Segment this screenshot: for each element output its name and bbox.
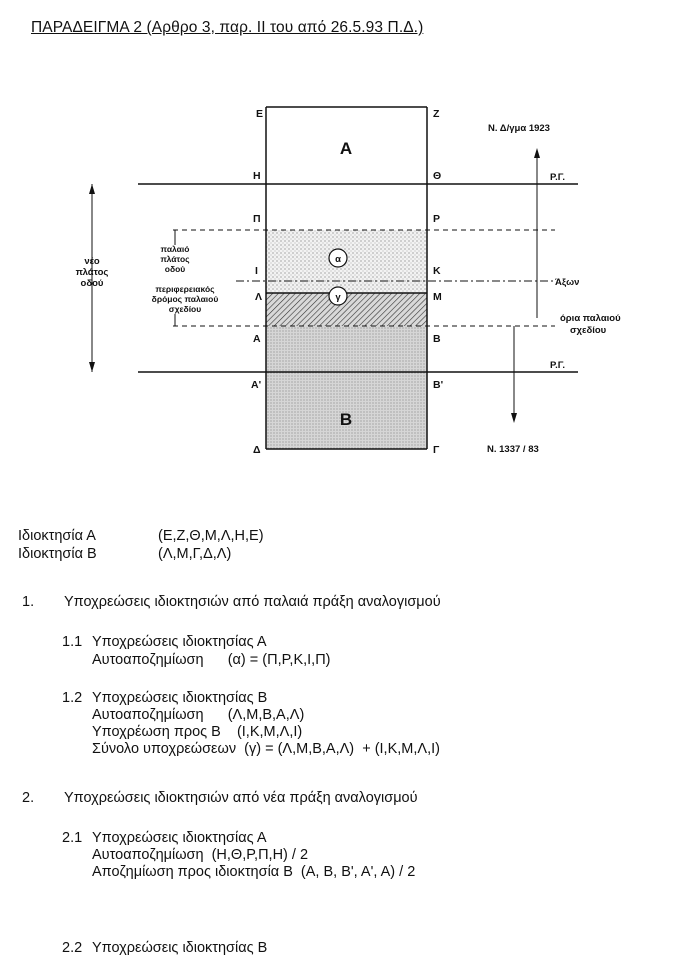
building-line-lower-label: Ρ.Γ. xyxy=(550,360,565,371)
ownership-a-label: Ιδιοκτησία Α xyxy=(18,528,96,544)
new-width-label-3: οδού xyxy=(81,278,104,289)
old-width-label-3: οδού xyxy=(165,264,186,274)
point-th: Θ xyxy=(433,170,441,182)
plot-a-label: Α xyxy=(340,139,352,158)
point-e: Ε xyxy=(256,108,263,120)
zone-gamma-label: γ xyxy=(335,292,341,303)
section-1-heading: Υποχρεώσεις ιδιοκτησιών από παλαιά πράξη… xyxy=(64,594,441,610)
section-1-number: 1. xyxy=(22,594,35,610)
plot-b-zone xyxy=(266,326,427,449)
peripheral-label-1: περιφερειακός xyxy=(155,284,215,294)
point-z: Ζ xyxy=(433,108,440,120)
ownership-a: Ιδιοκτησία Α (Ε,Ζ,Θ,Μ,Λ,Η,Ε) xyxy=(18,528,264,544)
point-i: Ι xyxy=(255,265,258,277)
road-widening-diagram: νέο πλάτος οδού παλαιό πλάτος οδού περιφ… xyxy=(76,106,621,456)
point-p: Π xyxy=(253,213,261,225)
law-1337-label: Ν. 1337 / 83 xyxy=(487,444,539,455)
section-2-2-line-1: Υποχρεώσεις ιδιοκτησίας Β xyxy=(92,940,268,956)
new-width-label-1: νέο xyxy=(84,256,100,267)
point-g: Γ xyxy=(433,444,440,456)
point-h: Η xyxy=(253,170,261,182)
ownership-b-label: Ιδιοκτησία Β xyxy=(18,546,97,562)
plot-b-label: Β xyxy=(340,410,352,429)
point-b1: Β' xyxy=(433,379,443,391)
new-width-label-2: πλάτος xyxy=(76,267,109,278)
old-limits-label-1: όρια παλαιού xyxy=(560,313,621,324)
old-width-label-1: παλαιό xyxy=(161,244,190,254)
building-line-upper-label: Ρ.Γ. xyxy=(550,172,565,183)
section-1-2-number: 1.2 xyxy=(62,690,83,706)
section-1-2-line-3: Υποχρέωση προς Β (Ι,Κ,Μ,Λ,Ι) xyxy=(92,724,303,740)
point-a: Α xyxy=(253,333,261,345)
point-a1: Α' xyxy=(251,379,261,391)
section-2-number: 2. xyxy=(22,790,35,806)
ownership-a-value: (Ε,Ζ,Θ,Μ,Λ,Η,Ε) xyxy=(158,528,264,544)
point-l: Λ xyxy=(255,291,262,303)
point-b: Β xyxy=(433,333,441,345)
point-d: Δ xyxy=(253,444,261,456)
ownership-b: Ιδιοκτησία Β (Λ,Μ,Γ,Δ,Λ) xyxy=(18,546,231,562)
ownership-b-value: (Λ,Μ,Γ,Δ,Λ) xyxy=(158,546,232,562)
point-r: Ρ xyxy=(433,213,440,225)
decree-1923-label: Ν. Δ/γμα 1923 xyxy=(488,123,550,134)
point-m: Μ xyxy=(433,291,442,303)
peripheral-label-2: δρόμος παλαιού xyxy=(152,294,219,304)
axis-label: Άξων xyxy=(555,277,579,288)
section-2-1-line-3: Αποζημίωση προς ιδιοκτησία Β (Α, Β, Β', … xyxy=(92,864,416,880)
section-1-1-number: 1.1 xyxy=(62,634,83,650)
section-2-1-line-1: Υποχρεώσεις ιδιοκτησίας Α xyxy=(92,830,267,846)
section-1-1-line-1: Υποχρεώσεις ιδιοκτησίας Α xyxy=(92,634,267,650)
section-2-2-number: 2.2 xyxy=(62,940,83,956)
old-width-label-2: πλάτος xyxy=(160,254,190,264)
section-1-2-line-4: Σύνολο υποχρεώσεων (γ) = (Λ,Μ,Β,Α,Λ) + (… xyxy=(92,741,440,757)
section-1-2-line-1: Υποχρεώσεις ιδιοκτησίας Β xyxy=(92,690,268,706)
section-1-2-line-2: Αυτοαποζημίωση (Λ,Μ,Β,Α,Λ) xyxy=(92,707,305,723)
section-1-1-line-2: Αυτοαποζημίωση (α) = (Π,Ρ,Κ,Ι,Π) xyxy=(92,652,331,668)
point-k: Κ xyxy=(433,265,441,277)
peripheral-label-3: σχεδίου xyxy=(169,304,201,314)
section-2-1-number: 2.1 xyxy=(62,830,83,846)
zone-alpha-label: α xyxy=(335,254,341,265)
old-limits-label-2: σχεδίου xyxy=(570,325,607,336)
section-2-heading: Υποχρεώσεις ιδιοκτησιών από νέα πράξη αν… xyxy=(64,790,418,806)
section-2-1-line-2: Αυτοαποζημίωση (Η,Θ,Ρ,Π,Η) / 2 xyxy=(92,847,309,863)
page-title: ΠΑΡΑΔΕΙΓΜΑ 2 (Αρθρο 3, παρ. ΙΙ του από 2… xyxy=(31,19,424,36)
